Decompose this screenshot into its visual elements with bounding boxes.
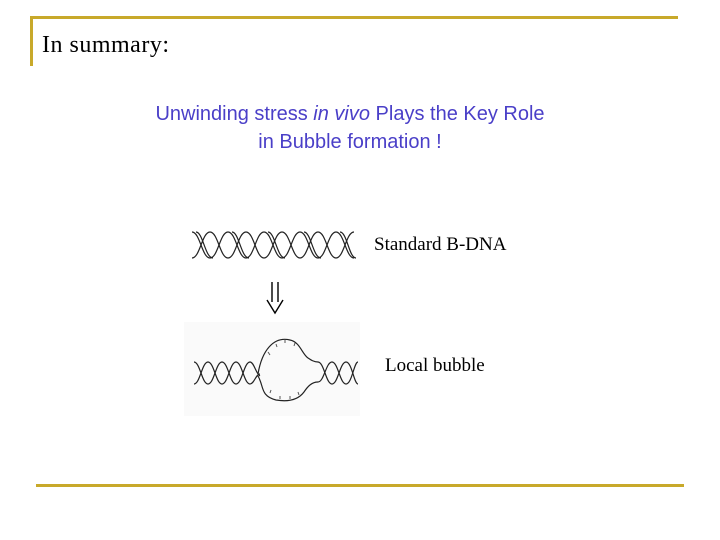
slide-title: In summary: <box>42 32 170 58</box>
headline-line-1: Unwinding stress in vivo Plays the Key R… <box>155 103 545 125</box>
frame-left-rule <box>30 16 33 66</box>
frame-top-rule <box>30 16 678 19</box>
standard-dna-label: Standard B-DNA <box>374 234 507 255</box>
headline-line-2: in Bubble formation ! <box>258 131 442 153</box>
standard-dna-helix-icon <box>191 231 357 259</box>
headline: Unwinding stress in vivo Plays the Key R… <box>60 100 640 156</box>
local-bubble-label: Local bubble <box>385 355 485 376</box>
frame-bottom-rule <box>36 484 684 487</box>
local-bubble-dna-icon <box>193 338 359 402</box>
double-down-arrow-icon <box>266 282 284 315</box>
